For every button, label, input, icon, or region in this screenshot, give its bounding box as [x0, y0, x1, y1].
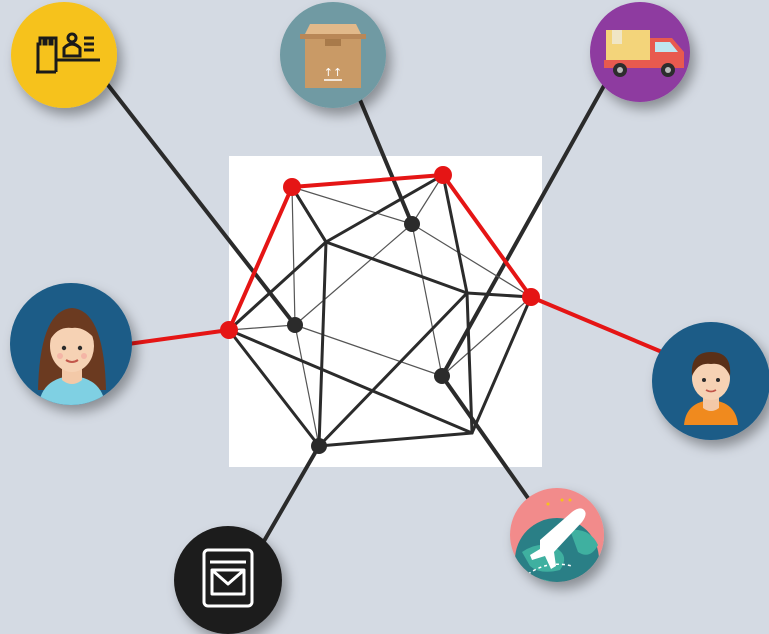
participant-factory[interactable]: [11, 2, 117, 108]
svg-text:↑↑: ↑↑: [324, 66, 342, 79]
participant-woman[interactable]: [10, 283, 132, 410]
package-box-icon: ↑↑: [300, 24, 366, 88]
node-dark: [434, 368, 450, 384]
connector-package: [356, 93, 414, 226]
mailbox-icon: [202, 548, 254, 608]
connector-lines: [106, 73, 612, 550]
participant-truck[interactable]: [590, 2, 690, 102]
connector-truck: [440, 73, 612, 378]
node-red: [220, 321, 238, 339]
participant-man[interactable]: [652, 322, 769, 440]
node-dark: [311, 438, 327, 454]
highlighted-path: [126, 173, 664, 354]
node-red: [283, 178, 301, 196]
connector-mailbox: [258, 444, 321, 550]
mesh-nodes: [220, 166, 540, 454]
mailbox-badge: [174, 526, 282, 634]
participant-package[interactable]: ↑↑: [280, 2, 386, 108]
participant-mailbox[interactable]: [174, 526, 282, 634]
factory-icon: [36, 32, 100, 74]
network-panel: [229, 156, 542, 467]
network-mesh: [227, 173, 533, 448]
connector-airmail: [440, 374, 537, 510]
node-dark: [287, 317, 303, 333]
woman-avatar-icon: [38, 308, 106, 405]
node-red: [434, 166, 452, 184]
connector-factory: [106, 83, 297, 327]
man-avatar-icon: [684, 352, 738, 425]
delivery-truck-icon: [604, 30, 684, 77]
node-dark: [404, 216, 420, 232]
node-red: [522, 288, 540, 306]
